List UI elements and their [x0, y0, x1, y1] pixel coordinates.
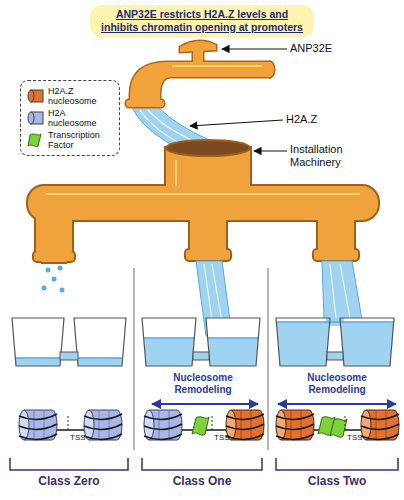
- faucet-highlight: [172, 65, 262, 67]
- water-drop: [42, 286, 47, 291]
- legend-item: H2A.Z nucleosome: [25, 86, 115, 106]
- h2a-nucleosome: [84, 410, 122, 440]
- machinery-top: [166, 140, 250, 156]
- callout-label: ANP32E: [290, 42, 360, 55]
- water-drop: [46, 268, 51, 273]
- class-label: Class Zero: [19, 475, 119, 489]
- faucet-body: [126, 41, 274, 107]
- legend-text: H2A nucleosome: [48, 108, 112, 128]
- leader-arrow: [222, 48, 287, 49]
- leader-lines: [190, 49, 287, 151]
- legend-swatch: [25, 132, 45, 148]
- class-label: Class Two: [287, 475, 387, 489]
- leader-arrow: [190, 120, 283, 126]
- h2a-nucleosome: [144, 410, 182, 440]
- bracket: [10, 458, 398, 470]
- water-level: [144, 338, 259, 366]
- cup-outline: [12, 318, 394, 366]
- process-label: Nucleosome Remodeling: [297, 372, 377, 395]
- water-drop: [52, 277, 57, 282]
- swatch-shape: [28, 134, 41, 146]
- cups: [12, 318, 394, 366]
- connecting-tube: [327, 352, 343, 360]
- water-level: [276, 318, 393, 366]
- swatch-shape: [28, 112, 34, 124]
- legend-swatch: [25, 88, 45, 104]
- leader-arrow: [254, 150, 287, 151]
- double-arrow: [152, 403, 258, 405]
- transcription-factor: [192, 417, 209, 435]
- tss-label: TSS: [214, 433, 244, 442]
- remodeling-arrows: [152, 404, 396, 405]
- legend-item: Transcription Factor: [25, 130, 115, 150]
- transcription-factor: [330, 419, 347, 437]
- cup-fill: [12, 318, 394, 366]
- legend-box: H2A.Z nucleosomeH2A nucleosomeTranscript…: [20, 80, 120, 156]
- h2az-nucleosome: [226, 410, 264, 440]
- swatch-shape: [28, 90, 34, 102]
- process-label: Nucleosome Remodeling: [163, 372, 243, 395]
- water-drop: [60, 288, 65, 293]
- faucet: [126, 41, 274, 107]
- h2a-nucleosome: [19, 410, 57, 440]
- legend-text: H2A.Z nucleosome: [48, 86, 112, 106]
- water-stream: [322, 261, 362, 320]
- connecting-tube: [193, 352, 209, 360]
- tss-tick: [68, 416, 345, 432]
- title-banner: ANP32E restricts H2A.Z levels and inhibi…: [90, 5, 314, 37]
- h2az-nucleosome: [276, 410, 314, 440]
- h2az-nucleosome: [361, 410, 399, 440]
- panel-dividers: [134, 268, 268, 450]
- legend-item: H2A nucleosome: [25, 108, 115, 128]
- callout-label: Installation Machinery: [290, 143, 370, 168]
- tss-label: TSS: [70, 433, 100, 442]
- connecting-tube: [60, 352, 78, 360]
- legend-text: Transcription Factor: [48, 130, 112, 150]
- class-label: Class One: [152, 475, 252, 489]
- callout-label: H2A.Z: [286, 113, 346, 126]
- double-arrow: [278, 403, 396, 405]
- divider-line: [133, 268, 134, 450]
- divider-line: [267, 268, 268, 450]
- installation-machinery: [28, 140, 378, 262]
- water-drop: [58, 266, 63, 271]
- legend-swatch: [25, 110, 45, 126]
- faucet-outline: [126, 41, 274, 107]
- tss-label: TSS: [347, 433, 377, 442]
- water-highlight: [140, 110, 196, 142]
- class-brackets: [10, 458, 398, 470]
